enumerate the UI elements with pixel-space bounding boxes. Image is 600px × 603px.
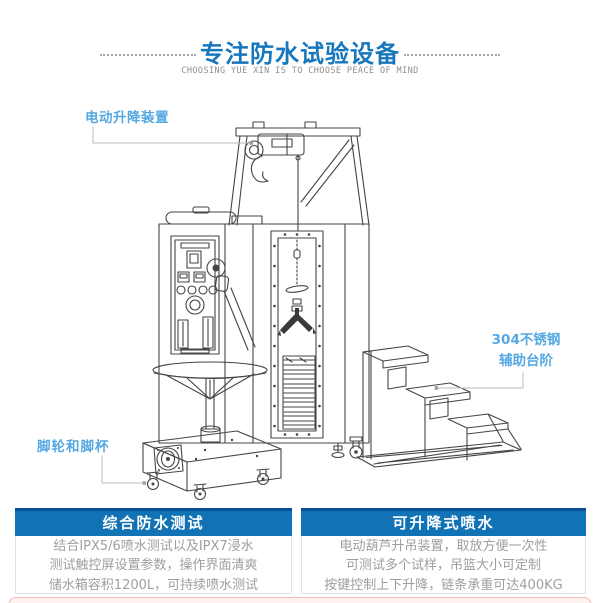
base-box (142, 430, 282, 492)
base-caster-wheels (146, 468, 270, 501)
page-subtitle: CHOOSING YUE XIN IS TO CHOOSE PEACE OF M… (181, 66, 419, 76)
control-panel (170, 235, 220, 355)
feature-box-header: 综合防水测试 (15, 508, 292, 536)
feature-box-body: 结合IPX5/6喷水测试以及IPX7浸水 测试触控屏设置参数，操作界面清爽 储水… (15, 536, 292, 594)
feature-line: 电动葫芦升吊装置，取放方便一次性 (339, 539, 548, 554)
spray-nozzle-arms (278, 308, 316, 336)
feature-box-header: 可升降式喷水 (301, 508, 586, 536)
annotation-connector-lines (92, 126, 524, 485)
next-section-top-edge (8, 597, 592, 603)
label-electric-hoist: 电动升降装置 (85, 110, 169, 126)
title-dotted-divider-left (100, 54, 196, 56)
turntable (152, 361, 268, 443)
cabinet-top-rail (165, 206, 263, 225)
step-ladder (356, 345, 522, 468)
cabinet-leveling-feet (331, 436, 363, 459)
feature-box-liftable-spray: 可升降式喷水 电动葫芦升吊装置，取放方便一次性 可测试多个试样，吊篮大小可定制 … (301, 508, 586, 594)
feature-line: 储水箱容积1200L，可持续喷水测试 (48, 577, 259, 593)
label-stainless-steps: 304不锈钢 辅助台阶 (476, 330, 576, 372)
feature-line: 按键控制上下升降，链条承重可达400KG (324, 577, 563, 593)
panel-swing-arm (206, 258, 256, 351)
feature-box-body: 电动葫芦升吊装置，取放方便一次性 可测试多个试样，吊篮大小可定制 按键控制上下升… (301, 536, 586, 594)
label-stainless-steps-line1: 304不锈钢 (491, 332, 561, 348)
cabinet-body (158, 223, 370, 444)
feature-line: 测试触控屏设置参数，操作界面清爽 (49, 558, 258, 574)
label-stainless-steps-line2: 辅助台阶 (499, 353, 553, 369)
page-title: 专注防水试验设备 (200, 40, 400, 68)
test-chamber (270, 230, 324, 439)
feature-box-waterproof-test: 综合防水测试 结合IPX5/6喷水测试以及IPX7浸水 测试触控屏设置参数，操作… (15, 508, 292, 594)
label-casters-feet: 脚轮和脚杯 (37, 439, 110, 455)
chamber-bolts (273, 233, 321, 436)
gantry-frame (228, 121, 370, 226)
feature-line: 可测试多个试样，吊篮大小可定制 (345, 558, 541, 574)
chamber-grate (282, 355, 316, 430)
power-socket-plate (153, 444, 184, 475)
feature-line: 结合IPX5/6喷水测试以及IPX7浸水 (53, 539, 254, 554)
electric-hoist (244, 133, 305, 232)
title-dotted-divider-right (404, 54, 500, 56)
